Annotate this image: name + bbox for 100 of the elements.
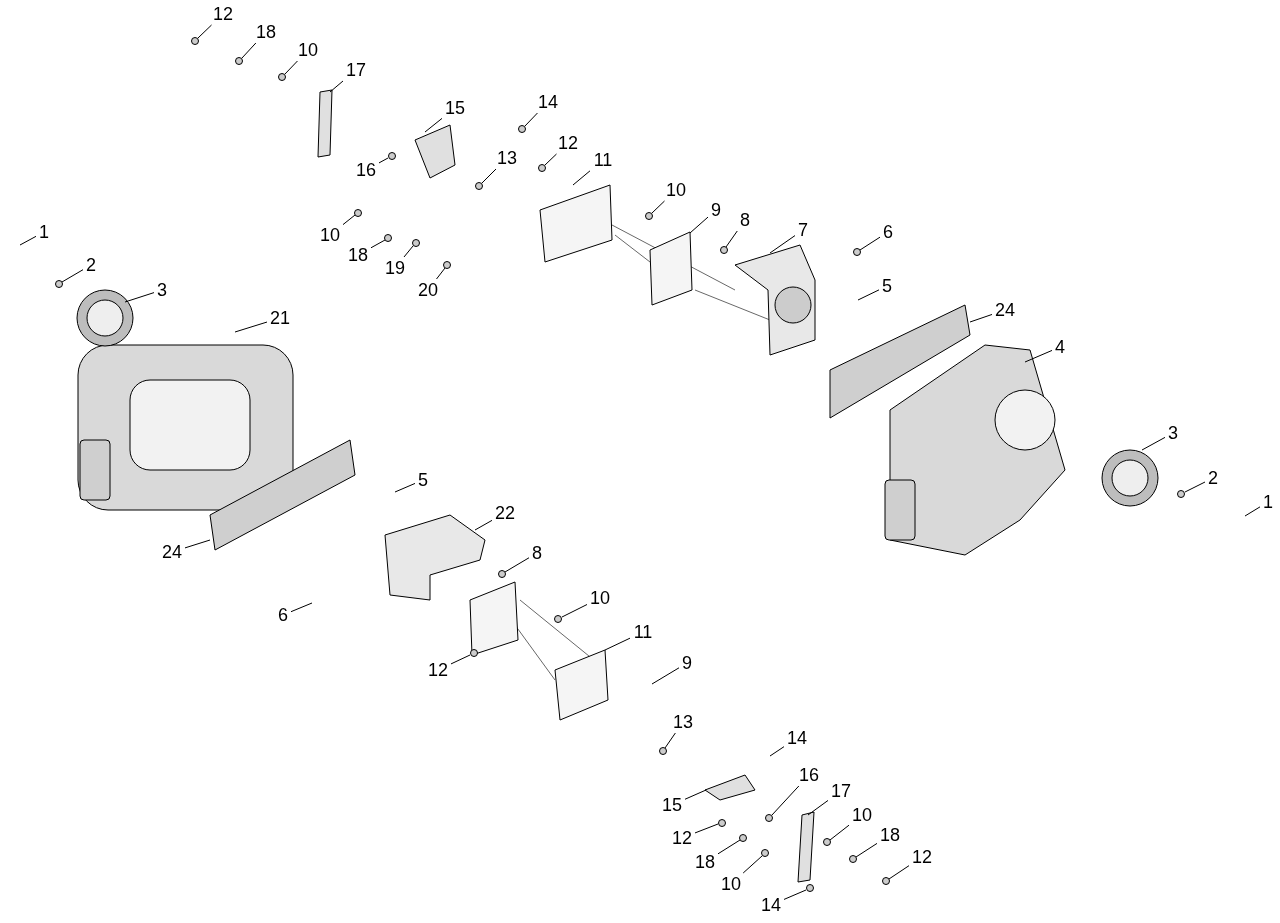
leader-line	[1184, 481, 1206, 493]
leader-line	[370, 239, 386, 249]
leader-line	[61, 269, 84, 283]
fastener	[54, 280, 63, 288]
leader-line	[342, 214, 356, 226]
leader-line	[474, 519, 493, 531]
fastener	[354, 208, 363, 217]
leader-line	[424, 117, 443, 133]
callout-number: 16	[799, 764, 819, 786]
fastener	[881, 877, 890, 886]
callout-number: 8	[532, 542, 542, 564]
leader-line	[1244, 506, 1261, 517]
fastener	[475, 181, 484, 190]
callout-number: 10	[721, 873, 741, 895]
leader-line	[684, 789, 707, 800]
fastener	[739, 833, 748, 842]
leader-line	[888, 865, 910, 880]
callout-number: 9	[711, 199, 721, 221]
fastener	[191, 36, 200, 45]
callout-number: 17	[346, 59, 366, 81]
callout-number: 24	[995, 299, 1015, 321]
callout-number: 20	[418, 279, 438, 301]
callout-number: 12	[672, 827, 692, 849]
leader-line	[694, 823, 719, 834]
leader-line	[651, 667, 680, 685]
leader-line	[284, 60, 298, 75]
fastener	[760, 849, 769, 858]
callout-number: 7	[798, 219, 808, 241]
callout-number: 2	[86, 254, 96, 276]
callout-number: 10	[666, 179, 686, 201]
leader-line	[19, 235, 37, 246]
fastener	[719, 246, 728, 255]
leader-line	[504, 557, 530, 573]
leader-line	[403, 245, 414, 258]
callout-number: 8	[740, 209, 750, 231]
callout-number: 3	[157, 279, 167, 301]
leader-line	[604, 637, 631, 651]
callout-number: 13	[673, 711, 693, 733]
leader-line	[855, 842, 878, 858]
callout-number: 18	[695, 851, 715, 873]
leader-line	[664, 732, 676, 749]
callout-number: 3	[1168, 422, 1178, 444]
leader-line	[769, 746, 785, 757]
callout-number: 10	[590, 587, 610, 609]
callout-number: 11	[633, 621, 653, 643]
callout-number: 21	[270, 307, 290, 329]
leader-line	[329, 80, 344, 93]
fastener	[387, 152, 396, 161]
callout-number: 9	[682, 652, 692, 674]
fastener	[1177, 489, 1186, 498]
leader-line	[771, 785, 800, 816]
leader-line	[651, 200, 665, 214]
leader-line	[197, 24, 213, 39]
callout-number: 12	[428, 659, 448, 681]
callout-number: 15	[445, 97, 465, 119]
callout-number: 14	[538, 91, 558, 113]
leader-line	[561, 604, 588, 618]
fastener	[443, 260, 452, 269]
leader-line	[783, 889, 807, 900]
fastener	[411, 238, 420, 247]
fastener	[497, 570, 506, 579]
fastener	[765, 813, 774, 822]
leader-line	[769, 235, 796, 254]
fastener	[384, 234, 393, 243]
leader-line	[241, 42, 257, 59]
fastener	[658, 747, 667, 756]
callout-number: 14	[787, 727, 807, 749]
fastener	[518, 124, 527, 133]
callout-number: 12	[213, 3, 233, 25]
callout-number: 13	[497, 147, 517, 169]
leader-line	[572, 170, 591, 186]
leader-line	[689, 216, 709, 234]
fastener	[645, 211, 654, 220]
fastener	[278, 72, 287, 81]
fastener	[538, 163, 547, 172]
leader-line	[859, 236, 881, 251]
callout-number: 10	[852, 804, 872, 826]
callout-number: 17	[831, 780, 851, 802]
fastener	[717, 818, 726, 827]
callout-number: 18	[256, 21, 276, 43]
leader-line	[124, 292, 155, 303]
callout-number: 19	[385, 257, 405, 279]
leader-line	[857, 289, 880, 301]
leader-line	[1024, 349, 1053, 363]
callout-number: 6	[883, 221, 893, 243]
leader-line	[184, 539, 211, 549]
leader-line	[717, 839, 741, 855]
fastener	[554, 614, 563, 623]
leader-line	[234, 321, 268, 333]
callout-number: 22	[495, 502, 515, 524]
leader-line	[725, 230, 738, 248]
callout-number: 4	[1055, 336, 1065, 358]
callout-number: 10	[298, 39, 318, 61]
callout-number: 12	[558, 132, 578, 154]
callout-number: 1	[1263, 491, 1273, 513]
leader-line	[807, 799, 829, 816]
callout-number: 24	[162, 541, 182, 563]
fastener	[848, 855, 857, 864]
leader-line	[450, 654, 471, 665]
callout-number: 6	[278, 604, 288, 626]
